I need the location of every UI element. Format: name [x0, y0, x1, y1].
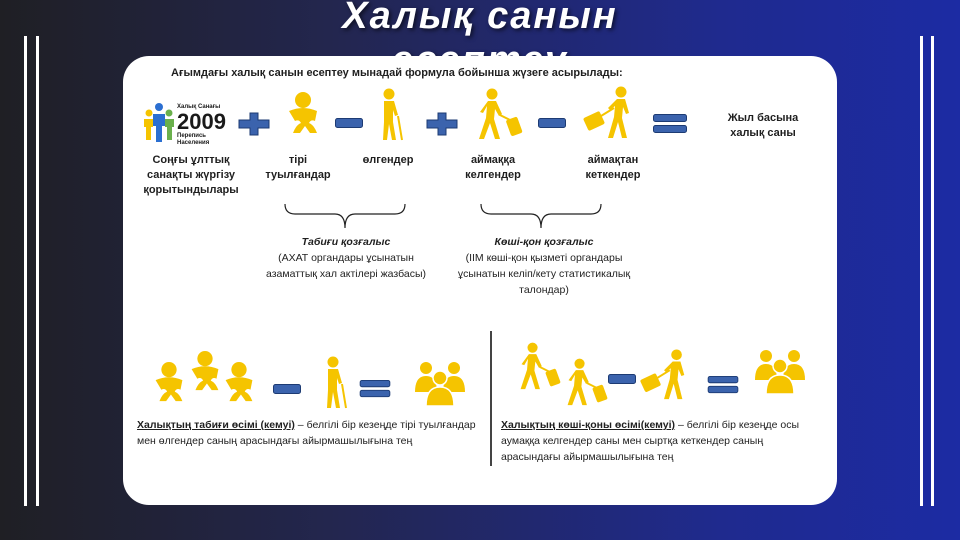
baby-icon	[155, 361, 183, 402]
departing-traveler-icon	[640, 349, 685, 400]
formula-heading: Ағымдағы халық санын есептеу мынадай фор…	[171, 67, 623, 79]
result-label: Жыл басына халық саны	[727, 112, 799, 139]
minus-icon	[273, 384, 301, 394]
plus-icon	[238, 112, 270, 136]
natural-movement-text: (АХАТ органдары ұсынатын азаматтық хал а…	[266, 252, 426, 280]
minus-icon	[538, 118, 566, 128]
population-group-icon	[415, 362, 465, 407]
baby-icon	[191, 350, 219, 391]
right-frame-line-2	[931, 36, 934, 506]
migration-movement-note: Көші-қон қозғалыс (ІІМ көші-қон қызметі …	[449, 234, 639, 298]
natural-growth-term: Халықтың табиғи өсімі (кемуі)	[137, 419, 295, 431]
section-divider	[490, 331, 492, 466]
plus-icon	[426, 112, 458, 136]
minus-icon	[335, 118, 363, 128]
equals-icon	[653, 114, 687, 133]
natural-movement-note: Табиғи қозғалыс (АХАТ органдары ұсынатын…	[261, 234, 431, 282]
left-frame-line-2	[36, 36, 39, 506]
equals-icon	[707, 376, 739, 394]
minus-icon	[608, 374, 636, 384]
right-frame-line-1	[920, 36, 923, 506]
departing-traveler-icon	[583, 86, 629, 138]
natural-movement-brace	[284, 203, 406, 229]
arrivals-label: аймаққа келгендер	[465, 154, 521, 181]
census-logo-text: Халық Санағы 2009 Перепись Населения	[177, 104, 226, 146]
departures-label: аймақтан кеткендер	[585, 154, 641, 181]
arriving-traveler-icon	[479, 88, 523, 139]
elderly-person-icon	[383, 88, 403, 141]
arriving-traveler-icon	[520, 342, 561, 390]
arriving-traveler-icon	[567, 358, 608, 406]
elderly-person-icon	[327, 356, 347, 409]
migration-movement-text: (ІІМ көші-қон қызметі органдары ұсынатын…	[457, 252, 631, 296]
census-logo-icon	[144, 103, 174, 142]
natural-growth-definition: Халықтың табиғи өсімі (кемуі) – белгілі …	[137, 417, 477, 449]
population-group-icon	[755, 350, 805, 395]
content-card: Ағымдағы халық санын есептеу мынадай фор…	[123, 56, 837, 505]
baby-icon	[289, 92, 317, 133]
migration-growth-term: Халықтың көші-қоны өсімі(кемуі)	[501, 419, 676, 431]
births-label: тірі туылғандар	[265, 154, 331, 181]
baby-icon	[225, 361, 253, 402]
equals-icon	[359, 380, 391, 398]
migration-movement-title: Көші-қон қозғалыс	[494, 236, 594, 248]
census-results-label: Соңғы ұлттық санақты жүргізу қорытындыла…	[143, 154, 239, 196]
natural-movement-title: Табиғи қозғалыс	[301, 236, 391, 248]
migration-growth-text: – белгілі бір кезеңде осы аумаққа келген…	[501, 419, 800, 463]
deaths-label: өлгендер	[362, 154, 414, 166]
left-frame-line-1	[24, 36, 27, 506]
migration-growth-definition: Халықтың көші-қоны өсімі(кемуі) – белгіл…	[501, 417, 821, 465]
natural-growth-text: – белгілі бір кезеңде тірі туылғандар ме…	[137, 419, 476, 447]
migration-movement-brace	[480, 203, 602, 229]
